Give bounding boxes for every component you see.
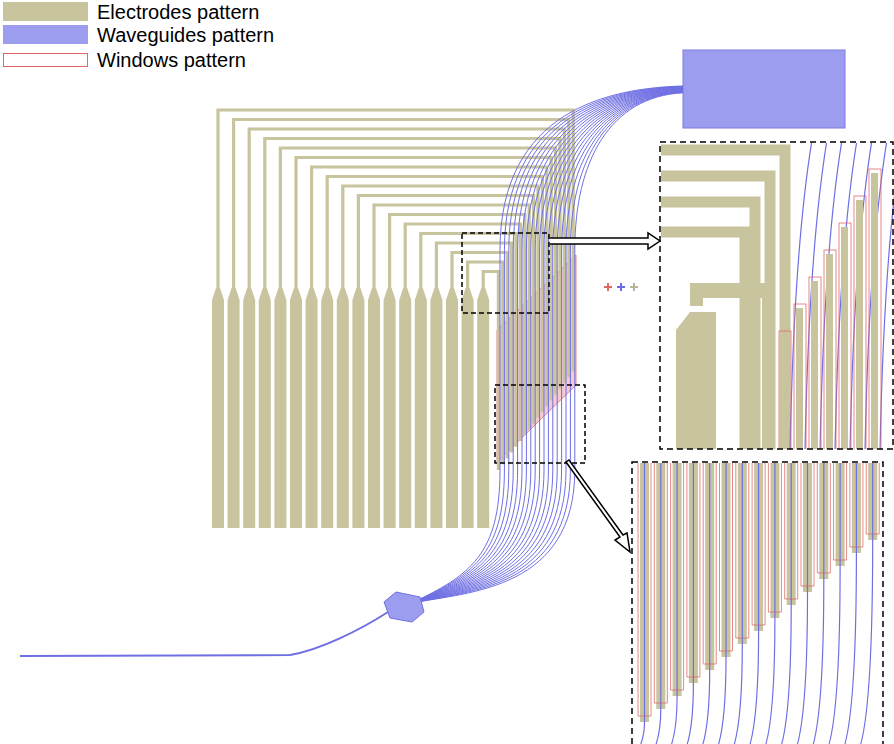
output-waveguide [20, 612, 388, 656]
electrode-pad [352, 288, 364, 528]
waveguide-detail [711, 463, 726, 744]
electrode-strip-detail [826, 254, 833, 449]
electrode-pad [321, 288, 333, 528]
waveguide-taper [384, 592, 424, 622]
electrode-pad [384, 288, 396, 528]
electrode-pad-detail [676, 312, 716, 449]
window-outline-detail [824, 250, 836, 449]
waveguide-input-block [683, 50, 845, 128]
electrode-pad [337, 288, 349, 528]
inset-bottom-detail [633, 463, 879, 744]
legend-row: Waveguides pattern [0, 23, 274, 46]
electrode-pad [477, 288, 489, 528]
blue-marker [617, 283, 625, 291]
electrode-wire-detail [661, 176, 770, 449]
main-layout [20, 86, 683, 656]
electrode-pad [462, 288, 474, 528]
electrode-pad [228, 288, 240, 528]
waveguide-detail [695, 463, 710, 744]
electrode-strip-detail [871, 173, 878, 449]
zoom-arrow [550, 233, 660, 249]
electrode-pad [306, 288, 318, 528]
window-outline-detail [869, 169, 881, 449]
legend: Electrodes patternWaveguides patternWind… [0, 0, 274, 71]
electrode-pad [415, 288, 427, 528]
legend-row: Windows pattern [0, 48, 274, 71]
waveguide-detail [865, 143, 887, 449]
electrode-wire-detail [661, 232, 745, 449]
waveguide-detail [648, 463, 661, 744]
electrode-strip-detail [811, 281, 818, 449]
plus-markers [604, 283, 638, 291]
waveguide-detail [758, 463, 775, 744]
inset-frame [660, 142, 893, 449]
window-outline-detail [779, 331, 791, 449]
electrode-pad [212, 288, 224, 528]
inset-frame [632, 462, 883, 744]
waveguide-detail [880, 143, 894, 449]
electrode-pad [399, 288, 411, 528]
waveguide-detail [837, 463, 856, 744]
electrode-wire-detail [690, 283, 775, 449]
window-outline-detail [854, 196, 866, 449]
waveguide-detail [727, 463, 743, 744]
electrode-strip-detail [796, 308, 803, 449]
window-outline-detail [794, 304, 806, 449]
electrode-pad [368, 288, 380, 528]
electrode-pad [446, 288, 458, 528]
window-outline-detail [809, 277, 821, 449]
waveguide-detail [774, 463, 791, 744]
red-marker [604, 283, 612, 291]
electrode-strip-detail [856, 200, 863, 449]
waveguide-detail [806, 463, 824, 744]
waveguide-detail [664, 463, 678, 744]
waveguide-detail [679, 463, 693, 744]
legend-swatch [3, 2, 88, 21]
electrode-wire [483, 272, 498, 471]
electrode-wire-detail [661, 202, 755, 449]
khaki-marker [630, 283, 638, 291]
waveguide-detail [822, 463, 841, 744]
legend-row: Electrodes pattern [0, 0, 274, 23]
legend-text: Windows pattern [97, 49, 246, 71]
electrode-strip-detail [841, 227, 848, 449]
waveguide-detail [853, 463, 873, 744]
electrode-wire-detail [661, 150, 785, 449]
zoom-box [495, 385, 585, 463]
legend-text: Waveguides pattern [97, 24, 274, 46]
legend-outline-sample [3, 53, 88, 67]
electrode-pad [290, 288, 302, 528]
zoom-arrow [566, 460, 630, 552]
inset-top-detail [661, 143, 894, 449]
electrode-pad [243, 288, 255, 528]
electrode-pad [430, 288, 442, 528]
electrode-pad [274, 288, 286, 528]
legend-swatch [3, 25, 88, 44]
window-outline-detail [839, 223, 851, 449]
electrode-pad [259, 288, 271, 528]
zoom-box [462, 233, 549, 313]
electrode-strip-detail [781, 335, 788, 449]
waveguide-detail [633, 463, 645, 744]
waveguide-detail [743, 463, 759, 744]
waveguide-detail [790, 463, 808, 744]
legend-text: Electrodes pattern [97, 1, 259, 23]
